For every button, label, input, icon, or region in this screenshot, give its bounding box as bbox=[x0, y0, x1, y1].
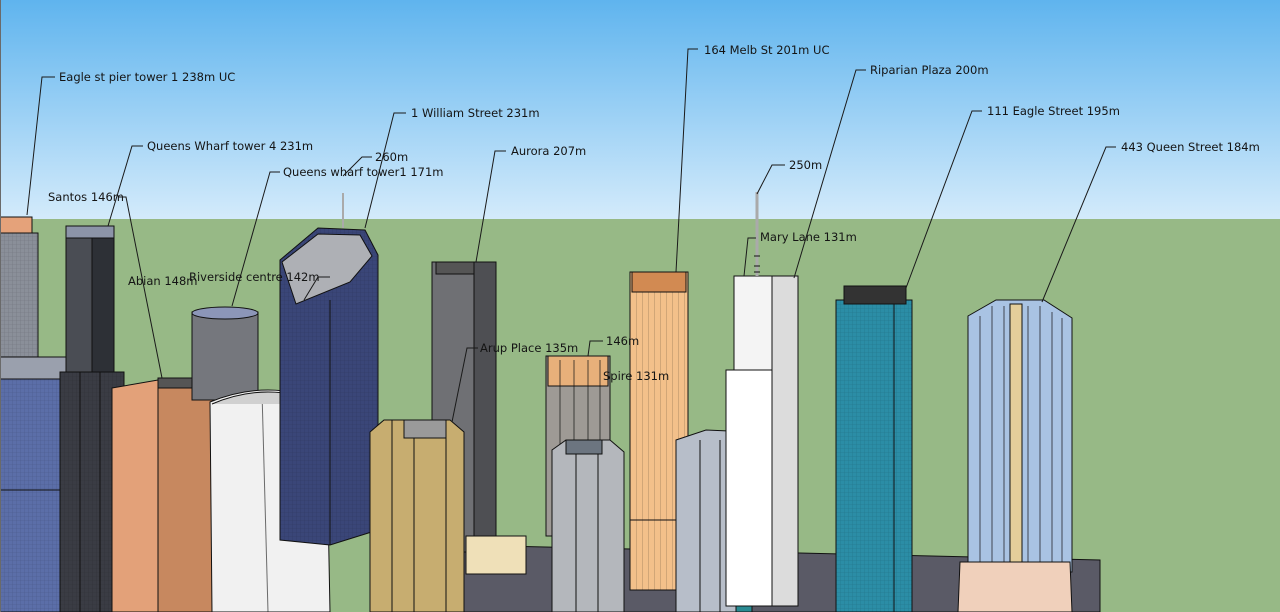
sky bbox=[0, 0, 1280, 220]
building-aurora[interactable] bbox=[431, 261, 527, 575]
building-spire[interactable] bbox=[551, 439, 625, 612]
label-spire: Spire 131m bbox=[603, 369, 670, 383]
label-height-146: 146m bbox=[606, 334, 640, 348]
label-mary-lane: Mary Lane 131m bbox=[760, 230, 857, 244]
label-santos: Santos 146m bbox=[48, 190, 124, 204]
label-riparian-plaza: Riparian Plaza 200m bbox=[870, 63, 989, 77]
building-santos[interactable] bbox=[59, 371, 125, 612]
viewport-edge bbox=[0, 0, 1, 612]
label-arup-place: Arup Place 135m bbox=[480, 341, 579, 355]
building-riverside-centre[interactable] bbox=[191, 306, 259, 401]
annotation-leaders bbox=[26, 48, 1116, 423]
label-height-260: 260m bbox=[375, 150, 409, 164]
label-164-melb-st: 164 Melb St 201m UC bbox=[704, 43, 830, 57]
building-443-queen-street[interactable] bbox=[957, 299, 1073, 612]
building-1-william-street[interactable] bbox=[279, 193, 379, 546]
label-111-eagle-street: 111 Eagle Street 195m bbox=[987, 104, 1120, 118]
label-riverside-centre: Riverside centre 142m bbox=[189, 270, 320, 284]
label-height-250: 250m bbox=[789, 158, 823, 172]
label-abian: Abian 148m bbox=[128, 274, 198, 288]
building-abian[interactable] bbox=[111, 377, 219, 612]
building-mary-lane-250m[interactable] bbox=[725, 192, 799, 607]
building-eagle-st-pier[interactable] bbox=[0, 216, 39, 374]
building-riparian-plaza[interactable] bbox=[835, 285, 913, 612]
label-queens-wharf-1: Queens wharf tower1 171m bbox=[283, 165, 444, 179]
label-eagle-st-pier: Eagle st pier tower 1 238m UC bbox=[59, 70, 236, 84]
building-queens-wharf-4[interactable] bbox=[65, 225, 115, 377]
label-1-william-street: 1 William Street 231m bbox=[411, 106, 540, 120]
building-arup-place[interactable] bbox=[369, 419, 465, 612]
label-443-queen-street: 443 Queen Street 184m bbox=[1121, 140, 1260, 154]
label-aurora: Aurora 207m bbox=[511, 144, 587, 158]
label-queens-wharf-4: Queens Wharf tower 4 231m bbox=[147, 139, 314, 153]
